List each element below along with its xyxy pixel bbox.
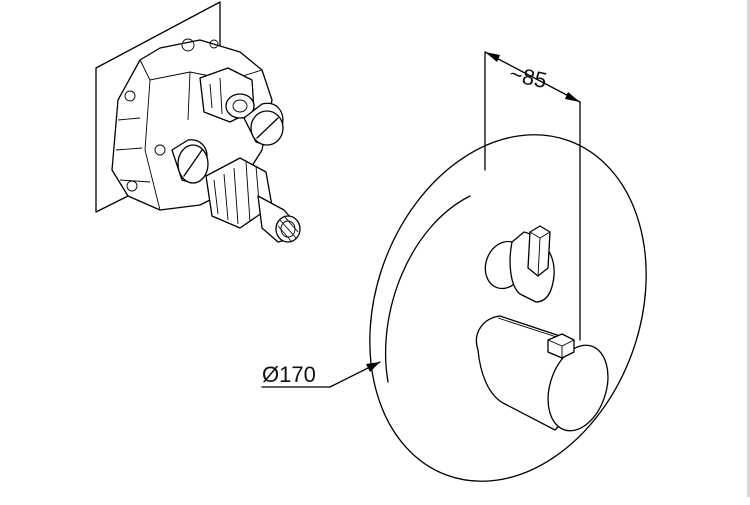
right-plug <box>243 102 284 146</box>
depth-dimension-label: ~85 <box>507 61 549 93</box>
concealed-valve-body <box>95 1 301 243</box>
trim-set <box>369 134 647 482</box>
diameter-dimension-label: Ø170 <box>262 362 316 387</box>
diverter-lever <box>484 225 555 303</box>
escutcheon-plate <box>369 134 647 482</box>
diameter-dimension: Ø170 <box>261 361 381 388</box>
left-plug <box>171 139 209 184</box>
frame-edge <box>747 0 750 497</box>
thermostatic-handle <box>475 315 609 432</box>
cartridge-spindle <box>205 157 301 243</box>
